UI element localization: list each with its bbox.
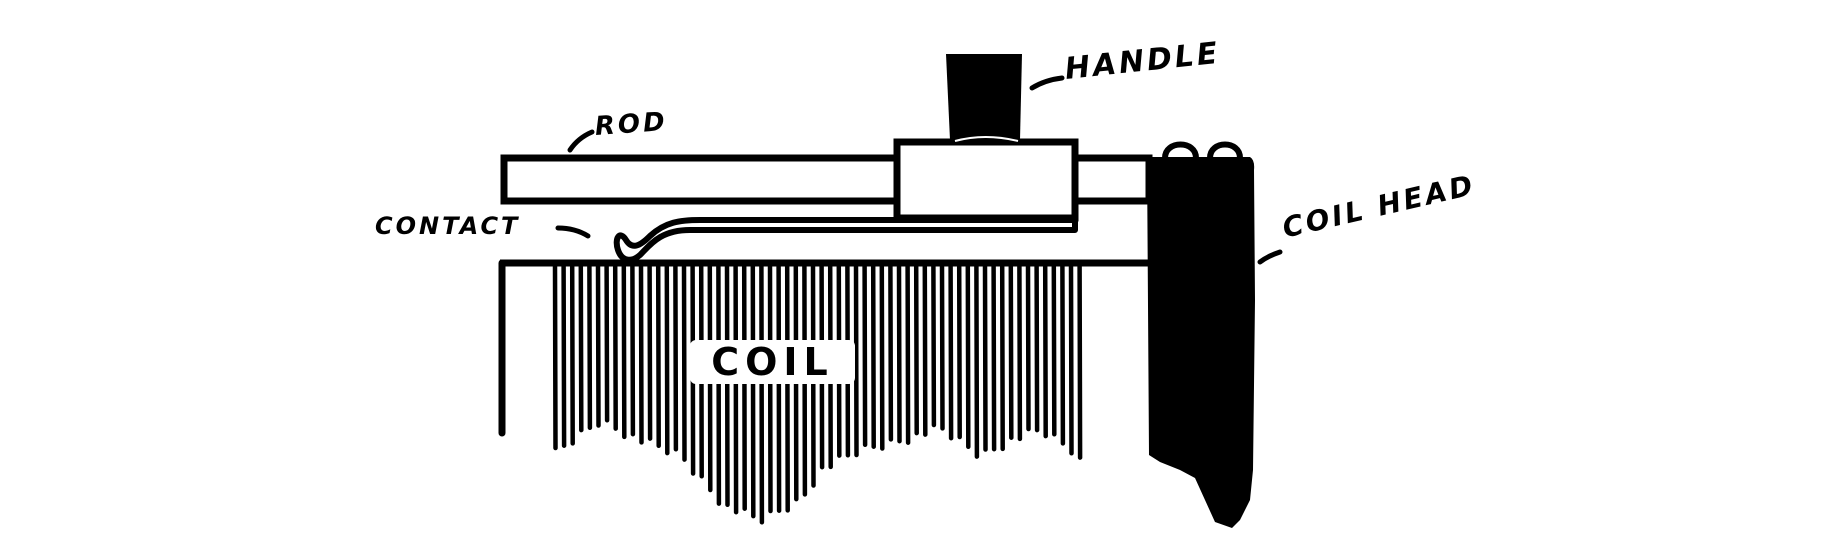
handle: [946, 54, 1022, 140]
contact-label: CONTACT: [375, 212, 521, 240]
coil-label: COIL: [690, 340, 855, 384]
coil-head-loop-1: [1162, 141, 1199, 159]
coil-head: [1147, 157, 1255, 528]
coil-windings: [552, 263, 1083, 525]
coil-head-loop-2: [1207, 141, 1243, 159]
coil-head-leader: [1257, 249, 1283, 265]
contact-leader: [555, 225, 591, 239]
rod-label: ROD: [593, 106, 669, 142]
contact-arm: [613, 217, 1078, 263]
handle-base: [954, 136, 1019, 142]
slider-block: [893, 138, 1079, 222]
rod-leader: [567, 129, 595, 153]
handle-leader: [1029, 75, 1065, 91]
